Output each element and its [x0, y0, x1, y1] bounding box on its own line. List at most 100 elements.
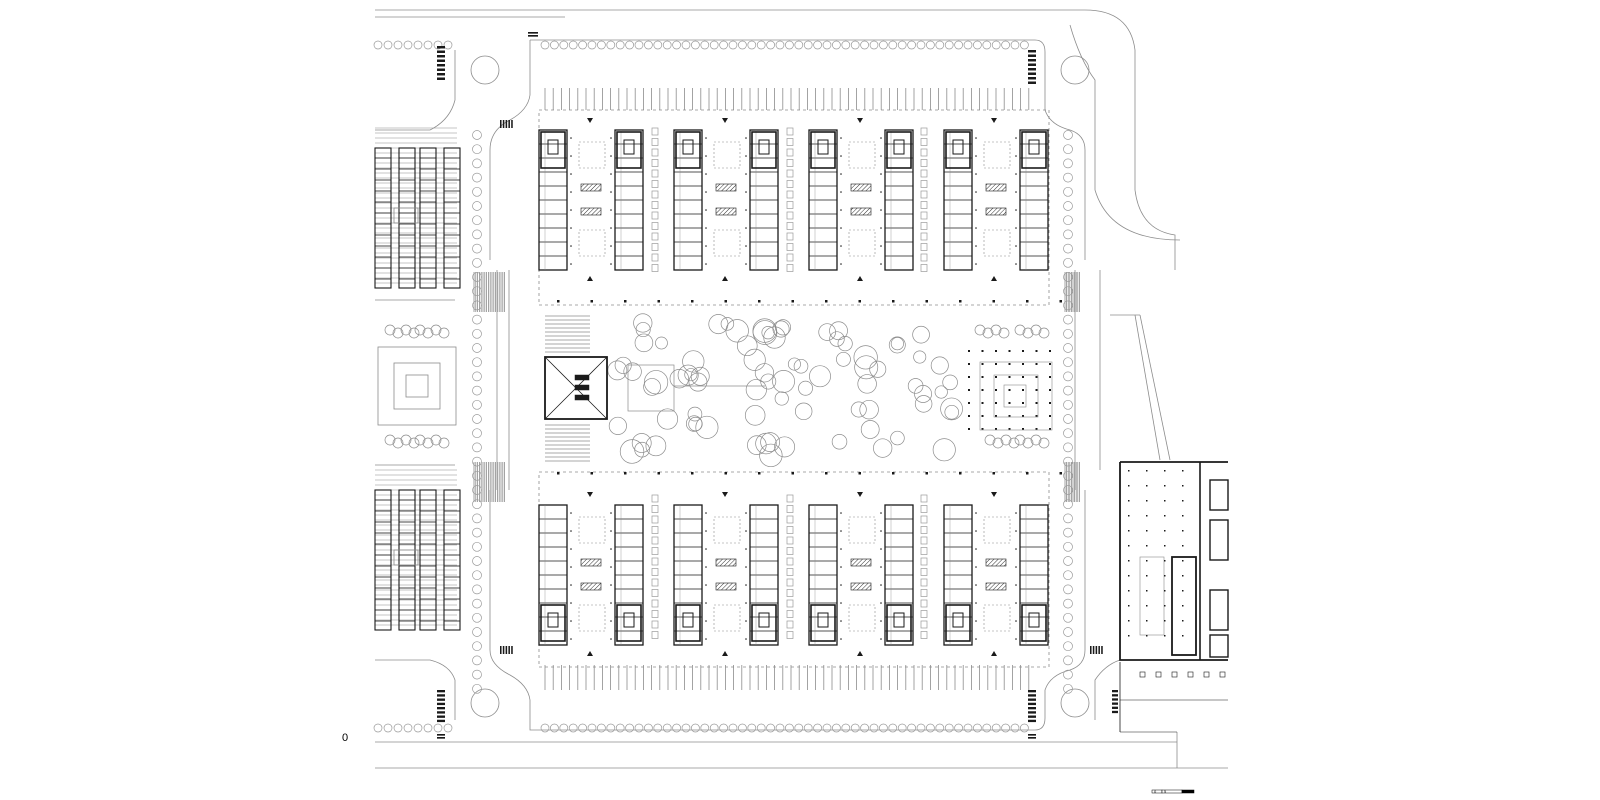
elevator [1028, 612, 1040, 628]
column-dot [1015, 155, 1017, 157]
tree-right-col [1063, 683, 1073, 694]
cluster-tree-2 [400, 434, 412, 446]
canopy-tree [829, 321, 848, 341]
grid-column [968, 376, 970, 378]
column-dot [880, 512, 882, 514]
tree-top-left [373, 40, 383, 50]
tree-bottom-row [897, 723, 907, 733]
right-column [1128, 635, 1130, 637]
grid-column [995, 376, 997, 378]
stair-core [810, 604, 836, 642]
grid-column [981, 376, 984, 378]
tree-left-col [472, 286, 482, 297]
crosswalk-bar [437, 707, 445, 710]
tree-top-row [973, 40, 982, 50]
crosswalk-bar [1112, 694, 1118, 697]
canopy-tree [932, 438, 956, 462]
tree-top-row [728, 40, 738, 50]
crosswalk-bar [502, 120, 505, 128]
plaza-column [590, 300, 593, 303]
canopy-tree [772, 370, 795, 393]
crosswalk-bar [437, 55, 445, 58]
grid-column [968, 389, 970, 391]
elevator [952, 139, 964, 155]
right-column [1128, 545, 1130, 547]
plaza-column [557, 300, 560, 303]
right-column [1182, 605, 1184, 607]
crosswalk-bar [437, 77, 445, 80]
housing-block-lower-1 [673, 504, 779, 646]
tree-right-col [1063, 655, 1073, 666]
right-column [1146, 560, 1148, 562]
hatched-bench-0 [985, 558, 1007, 567]
tree-bottom-row [926, 723, 935, 733]
tree-left-col [472, 272, 482, 282]
stair-core [675, 131, 701, 169]
tree-right-col [1063, 158, 1073, 169]
grid-column [1022, 376, 1024, 378]
cluster-tree-7 [1038, 437, 1050, 449]
crosswalk-bar [508, 120, 510, 128]
elevator [682, 612, 694, 628]
tree-top-left [393, 40, 403, 50]
column-dot [840, 209, 842, 211]
column-dot [610, 602, 612, 604]
cluster-tree-1 [438, 327, 450, 339]
stair-core [751, 131, 777, 169]
right-room-2 [1209, 589, 1229, 631]
grid-inner-2 [993, 374, 1039, 418]
strip-tile [651, 599, 659, 608]
grid-column [1022, 350, 1024, 352]
crosswalk-bar [437, 715, 445, 718]
crosswalk-bar [1028, 734, 1036, 736]
tree-right-col [1063, 627, 1073, 637]
strip-tile [786, 169, 794, 178]
elevator [1028, 139, 1040, 155]
crosswalk-bar [1112, 702, 1118, 705]
tree-right-col [1063, 328, 1073, 339]
hatched-bench-0 [985, 183, 1007, 192]
hatched-bench-0 [715, 183, 737, 192]
right-column [1146, 620, 1148, 622]
right-lower-post [1155, 671, 1162, 678]
grid-column [1008, 428, 1011, 430]
tree-right-col [1063, 186, 1073, 197]
cluster-tree-6 [992, 437, 1004, 449]
tree-bottom-left [383, 723, 393, 733]
plaza-column [925, 300, 928, 303]
column-dot [880, 638, 882, 640]
right-column [1128, 515, 1130, 517]
column-dot [570, 227, 572, 229]
canopy-tree [890, 430, 905, 446]
tree-bottom-row [559, 723, 569, 733]
left-plaza-outer [377, 346, 457, 426]
column-dot [975, 173, 977, 175]
scale-label-20: 20 [1188, 789, 1193, 794]
column-dot [570, 548, 572, 550]
column-dot [570, 530, 572, 532]
right-column [1164, 635, 1166, 637]
tree-left-col [472, 556, 482, 566]
inner-loop-bottom [489, 490, 1086, 731]
crosswalk-bar [505, 120, 508, 128]
column-dot [975, 263, 977, 265]
canopy-tree [669, 369, 689, 389]
grid-column [1022, 389, 1024, 391]
strip-tile [920, 599, 928, 608]
grid-column [1022, 363, 1024, 365]
strip-tile [920, 148, 928, 157]
strip-tile [651, 180, 659, 188]
strip-tile [651, 222, 659, 230]
right-room-0 [1209, 479, 1229, 511]
canopy-tree [745, 379, 767, 401]
crosswalk-bar [437, 734, 445, 736]
column-dot [610, 530, 612, 532]
column-dot [1015, 530, 1017, 532]
column-dot [975, 530, 977, 532]
tree-bottom-row [1010, 723, 1020, 733]
right-column [1182, 515, 1184, 517]
cluster-tree-6 [1008, 437, 1020, 449]
lower-housing-blocks [538, 472, 1062, 646]
left-plaza-mid [393, 362, 441, 410]
tree-top-row [991, 40, 1001, 50]
